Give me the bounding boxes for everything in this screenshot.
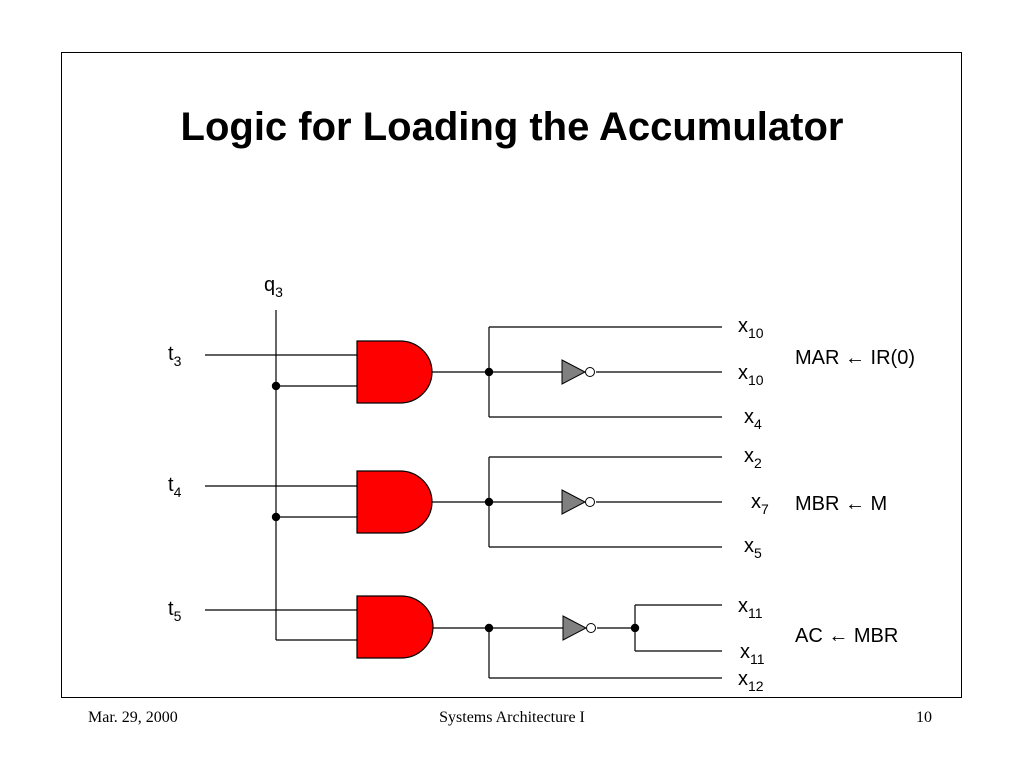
output-label: x11 xyxy=(740,641,765,667)
output-label: x12 xyxy=(738,668,764,694)
output-label: x10 xyxy=(738,362,764,388)
footer-page-number: 10 xyxy=(916,709,932,726)
output-label: x7 xyxy=(751,491,769,517)
output-label: x2 xyxy=(744,445,762,471)
inverter xyxy=(562,615,596,641)
and-gate xyxy=(356,340,433,404)
input-label-t5: t5 xyxy=(168,598,182,624)
wires xyxy=(205,310,722,679)
input-label-t3: t3 xyxy=(168,343,182,369)
output-label: x4 xyxy=(744,406,762,432)
operation-label: AC ← MBR xyxy=(795,625,898,647)
output-label: x11 xyxy=(738,595,763,621)
and-gate xyxy=(356,595,434,659)
footer-date: Mar. 29, 2000 xyxy=(88,709,178,726)
and-gate xyxy=(356,470,433,534)
operation-label: MBR ← M xyxy=(795,493,887,515)
footer-course: Systems Architecture I xyxy=(439,709,585,726)
operation-label: MAR ← IR(0) xyxy=(795,347,915,369)
output-label: x5 xyxy=(744,535,762,561)
input-label-t4: t4 xyxy=(168,474,182,500)
slide-title: Logic for Loading the Accumulator xyxy=(180,105,844,149)
slide-frame xyxy=(61,52,962,698)
output-label: x10 xyxy=(738,315,764,341)
input-label-q3: q3 xyxy=(264,274,283,300)
junction-dots xyxy=(271,367,640,633)
inverter xyxy=(561,359,595,385)
inverter xyxy=(561,489,595,515)
